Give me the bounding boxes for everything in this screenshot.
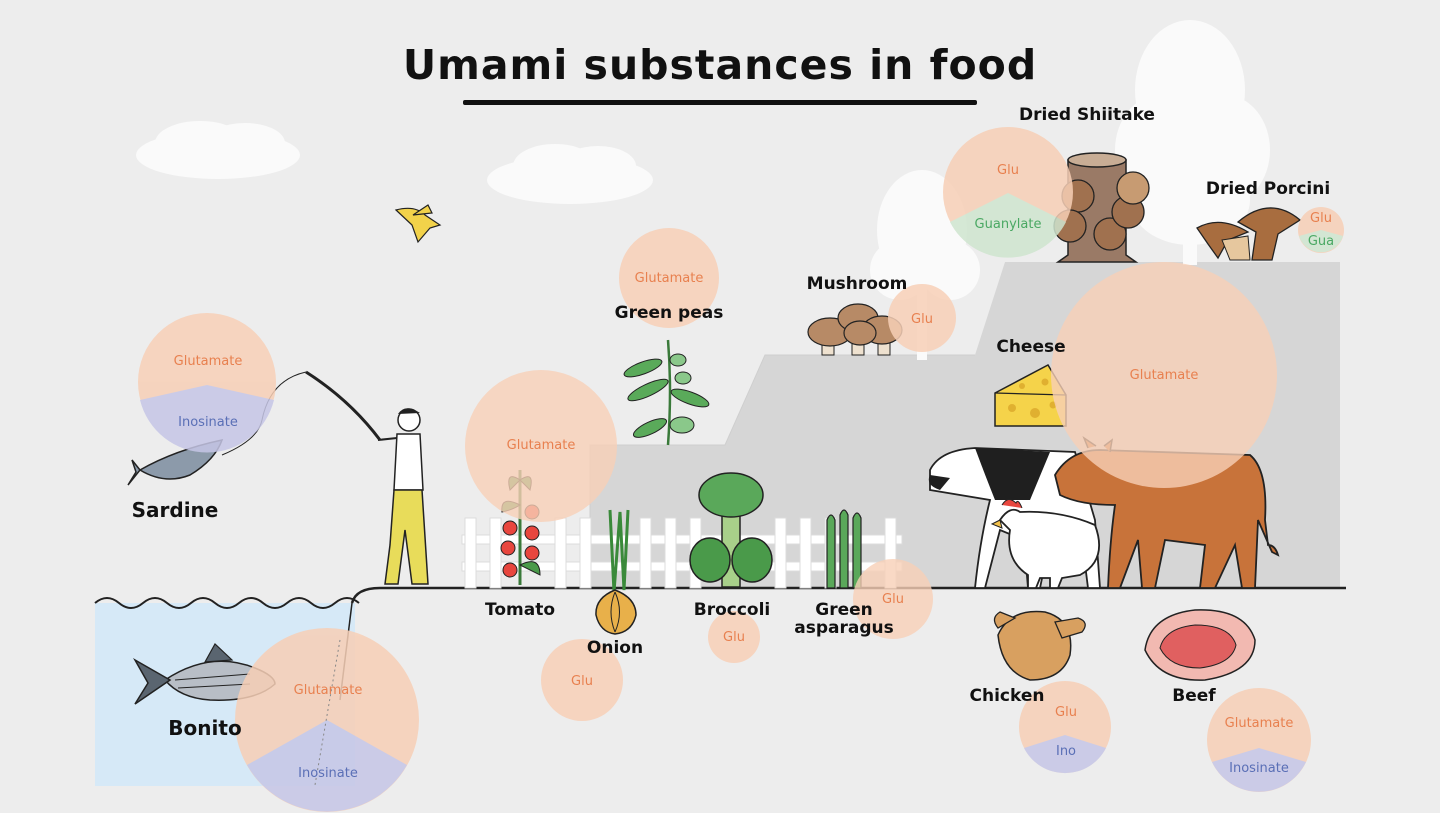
beef-glutamate: Glutamate [1224,716,1294,731]
green-asparagus-umami-circle [853,559,933,639]
broccoli-icon [689,472,773,588]
green-asparagus-icon [826,509,862,589]
beef-inosinate: Inosinate [1229,761,1289,776]
onion-label: Onion [586,638,644,658]
broccoli-glu: Glu [723,630,745,645]
tree-background-right [1115,20,1270,265]
cheese-umami-circle [1051,262,1277,488]
dried-shiitake-guanylate: Guanylate [974,217,1042,232]
dried-porcini-icon [1196,207,1302,261]
chicken-glu: Glu [1055,705,1077,720]
fisherman-icon [221,370,429,585]
title-underline [463,100,977,105]
onion-glu: Glu [571,674,593,689]
page-title: Umami substances in food [402,41,1038,89]
green-asparagus-glu: Glu [882,592,904,607]
tomato-label: Tomato [484,600,556,620]
sardine-umami-circle [138,313,276,453]
cheese-label: Cheese [996,337,1066,357]
roast-chicken-icon [993,610,1086,681]
sardine-glutamate: Glutamate [173,354,243,369]
mushroom-glu: Glu [911,312,933,327]
waves [94,597,360,609]
mushroom-icon [807,303,903,356]
cloud-left [136,121,300,179]
green-asparagus-label-line1: Green [815,600,873,620]
bonito-fish-icon [133,643,276,705]
green-peas-label: Green peas [614,303,724,323]
dried-porcini-glu: Glu [1310,211,1332,226]
bonito-umami-circle [235,628,419,812]
chicken-label: Chicken [969,686,1045,706]
dried-porcini-gua: Gua [1307,234,1335,249]
dried-porcini-umami-circle [1298,207,1344,253]
broccoli-label: Broccoli [693,600,771,620]
rooster-icon [990,499,1100,589]
cheese-glutamate: Glutamate [1129,368,1199,383]
dried-shiitake-label: Dried Shiitake [1019,105,1155,125]
cheese-icon [994,364,1067,427]
beef-label: Beef [1172,686,1216,706]
cloud-middle [487,144,653,204]
ground-line [350,586,1346,604]
mushroom-umami-circle [888,284,956,352]
green-peas-umami-circle [619,228,719,328]
onion-umami-circle [541,639,623,721]
beef-umami-circle [1207,688,1311,792]
chicken-ino: Ino [1055,744,1077,759]
dried-shiitake-icon [1053,152,1150,263]
mushroom-label: Mushroom [806,274,908,294]
dried-porcini-label: Dried Porcini [1205,179,1331,199]
green-peas-glutamate: Glutamate [634,271,704,286]
chicken-umami-circle [1019,681,1111,774]
beef-icon [1144,609,1256,681]
dried-shiitake-umami-circle [943,127,1073,258]
onion-icon [595,509,637,635]
tomato-umami-circle [465,370,617,522]
green-peas-plant-icon [623,339,710,446]
sardine-inosinate: Inosinate [178,415,238,430]
sardine-label: Sardine [131,498,219,522]
green-asparagus-label-line2: asparagus [794,618,894,638]
dried-shiitake-glu: Glu [997,163,1019,178]
bonito-inosinate: Inosinate [298,766,358,781]
broccoli-umami-circle [708,611,760,663]
bonito-label: Bonito [168,716,242,740]
tomato-glutamate: Glutamate [506,438,576,453]
bird-icon [394,204,442,244]
bonito-glutamate: Glutamate [293,683,363,698]
